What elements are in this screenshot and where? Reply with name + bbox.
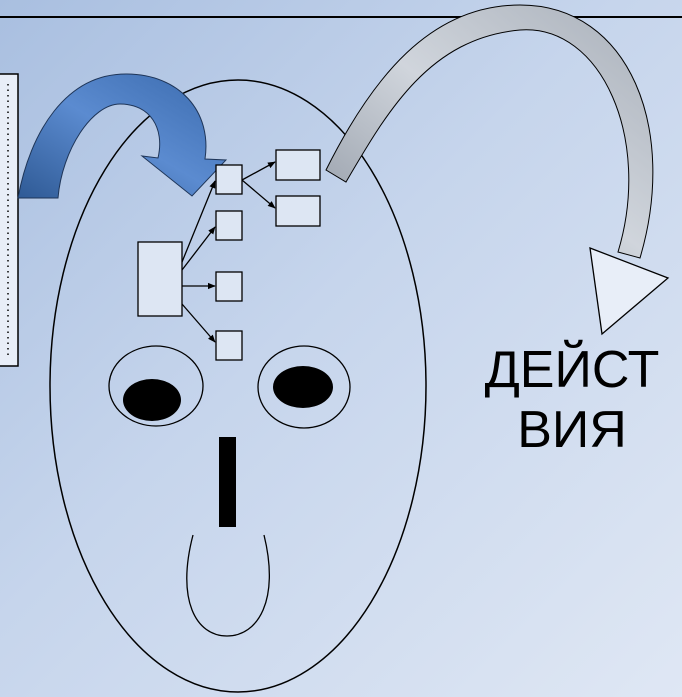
input-text-block [0,73,19,367]
output-arrow-head [589,246,670,336]
mouth [186,534,270,637]
caption-line-1: ДЕЙСТ [484,341,660,399]
level2-box-2 [275,195,321,227]
input-arrow [17,73,228,199]
root-box [137,241,183,317]
level1-box-3 [215,271,243,302]
level1-box-1 [215,164,243,195]
left-eye [108,345,204,427]
level2-box-1 [275,149,321,181]
output-arrow-body [325,4,654,259]
thought-hierarchy [137,149,321,361]
hierarchy-connectors [181,161,276,343]
caption-line-2: ВИЯ [517,401,627,459]
actions-caption: ДЕЙСТ ВИЯ [462,340,682,460]
nose [219,437,236,527]
level1-box-2 [215,210,243,241]
right-eye [257,345,351,429]
head-outline [49,79,427,693]
level1-box-4 [215,330,243,361]
